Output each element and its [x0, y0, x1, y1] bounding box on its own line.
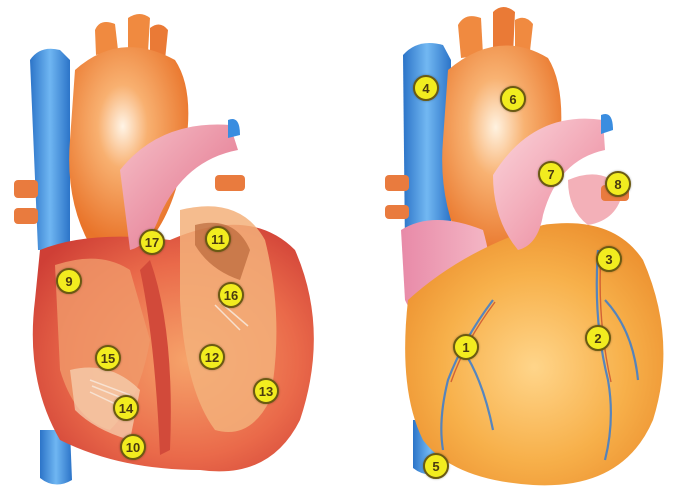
heart-section-illustration [0, 0, 343, 504]
heart-section-view: 9 10 11 12 13 14 15 16 17 [0, 0, 343, 504]
marker-11: 11 [205, 226, 231, 252]
marker-1: 1 [453, 334, 479, 360]
marker-10: 10 [120, 434, 146, 460]
marker-9: 9 [56, 268, 82, 294]
marker-5: 5 [423, 453, 449, 479]
marker-17: 17 [139, 229, 165, 255]
marker-4: 4 [413, 75, 439, 101]
marker-12: 12 [199, 344, 225, 370]
heart-external-illustration [343, 0, 686, 504]
marker-15: 15 [95, 345, 121, 371]
marker-6: 6 [500, 86, 526, 112]
heart-external-view: 1 2 3 4 5 6 7 8 [343, 0, 686, 504]
marker-14: 14 [113, 395, 139, 421]
marker-2: 2 [585, 325, 611, 351]
marker-7: 7 [538, 161, 564, 187]
marker-8: 8 [605, 171, 631, 197]
marker-13: 13 [253, 378, 279, 404]
marker-16: 16 [218, 282, 244, 308]
marker-3: 3 [596, 246, 622, 272]
